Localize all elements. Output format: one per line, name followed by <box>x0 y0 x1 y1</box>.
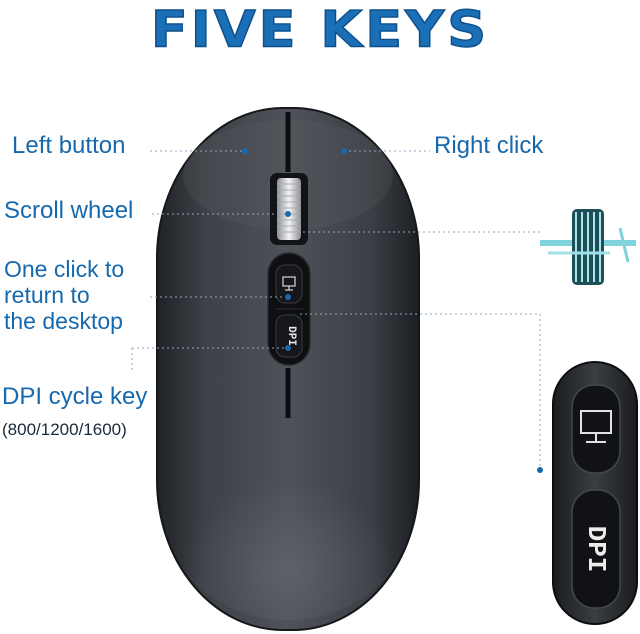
desktop-key[interactable] <box>275 264 303 304</box>
dpi-key-text: DPI <box>285 326 297 346</box>
mouse-body <box>156 107 420 631</box>
label-dpi-values: (800/1200/1600) <box>2 420 127 439</box>
label-right-click: Right click <box>434 132 544 159</box>
label-left-button: Left button <box>12 132 126 159</box>
monitor-icon <box>282 276 296 291</box>
label-desktop-key: One click to return to the desktop <box>4 256 125 334</box>
dpi-key-text: DPI <box>581 526 611 573</box>
key-panel-closeup: DPI <box>552 361 638 625</box>
dpi-key[interactable]: DPI <box>275 314 303 358</box>
leader-dots <box>242 148 543 473</box>
right-button[interactable] <box>294 115 402 265</box>
left-button[interactable] <box>175 115 283 265</box>
label-dpi-key: DPI cycle key <box>2 383 148 410</box>
label-scroll-wheel: Scroll wheel <box>4 197 134 224</box>
scroll-wheel[interactable] <box>270 173 308 245</box>
page-title: FIVE KEYS <box>150 0 490 59</box>
leader-lines <box>131 150 541 470</box>
scroll-wheel-icon <box>540 209 636 285</box>
monitor-icon <box>580 410 612 443</box>
